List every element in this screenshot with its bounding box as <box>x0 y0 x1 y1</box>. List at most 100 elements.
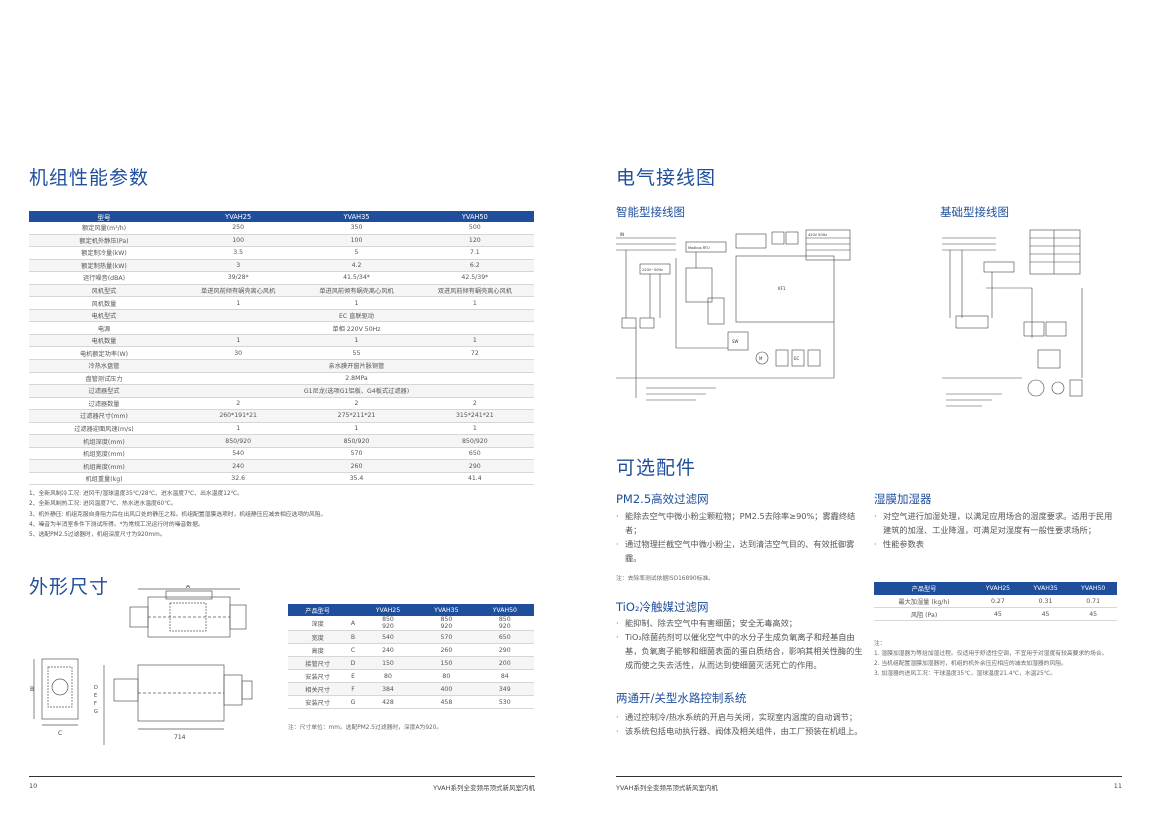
spec-cell: 290 <box>415 459 534 473</box>
dim-row-code: C <box>347 643 359 657</box>
dim-cell: 530 <box>475 695 534 709</box>
page-number-right: 11 <box>1113 782 1122 790</box>
spec-row-label: 电机额定功率(W) <box>29 346 179 360</box>
wiring-label-sw: SW <box>732 339 739 344</box>
spec-row-label: 额定制热量(kW) <box>29 259 179 273</box>
humidifier-notes: 注： 1. 湿膜加湿器为等焓加湿过程。仅适用于舒适性空调，不宜用于对湿度有较高要… <box>874 639 1118 679</box>
dim-cell: 290 <box>475 643 534 657</box>
dim-cell: 80 <box>358 669 418 683</box>
dim-label-f: F <box>94 701 97 707</box>
dim-row-name: 接管尺寸 <box>288 656 348 670</box>
wiring-label-kf1: KF1 <box>778 286 786 291</box>
spec-cell: G1尼龙(选项G1铝板、G4板式过滤器) <box>179 384 534 398</box>
dim-cell-value: 400 <box>440 685 453 693</box>
hum-row-label: 风阻 (Pa) <box>874 607 975 621</box>
spec-cell: 1 <box>415 334 534 348</box>
spec-row-label: 过滤器数量 <box>29 397 179 411</box>
basic-wiring-title: 基础型接线图 <box>940 205 1009 219</box>
spec-cell: 2 <box>179 397 298 411</box>
spec-cell: 350 <box>297 222 416 235</box>
dim-cell-value: 540 <box>382 633 394 641</box>
dim-header-cell: 产品型号 <box>288 604 348 616</box>
spec-row-label: 过滤器型式 <box>29 384 179 398</box>
wiring-label-in: IN <box>620 232 624 237</box>
dim-cell: 650 <box>475 630 534 644</box>
dim-cell-value: 240 <box>382 646 394 654</box>
spec-cell: 6.2 <box>415 259 534 273</box>
outline-drawing: A B C 714 D E F G <box>30 585 253 745</box>
spec-row-label: 电机型式 <box>29 309 179 323</box>
wiring-title: 电气接线图 <box>616 167 717 189</box>
humidifier-note: 1. 湿膜加湿器为等焓加湿过程。仅适用于舒适性空调，不宜用于对湿度有较高要求的场… <box>874 651 1108 657</box>
spec-row-label: 风机型式 <box>29 284 179 298</box>
spec-cell: 1 <box>297 334 416 348</box>
pm25-filter-title: PM2.5高效过滤网 <box>616 492 709 506</box>
hum-cell: 45 <box>974 607 1022 621</box>
dim-cell-value: 850 <box>440 616 453 623</box>
basic-wiring-diagram <box>942 229 1083 407</box>
spec-cell: 55 <box>297 346 416 360</box>
footer-text-left: YVAH系列全变频吊顶式新风室内机 <box>433 784 535 792</box>
humidifier-title: 湿膜加湿器 <box>874 492 932 506</box>
spec-cell: 275*211*21 <box>297 409 416 423</box>
spec-cell: 32.6 <box>179 472 298 486</box>
dim-cell-value: 290 <box>498 646 511 654</box>
dim-label-b: B <box>30 686 34 693</box>
spec-cell: 260 <box>297 459 416 473</box>
spec-cell: 850/920 <box>179 434 298 448</box>
spec-cell: 850/920 <box>415 434 534 448</box>
dim-cell-value: 428 <box>382 698 394 706</box>
humidifier-note-title: 注： <box>874 641 886 647</box>
spec-header-cell: YVAH35 <box>297 211 416 222</box>
humidifier-note: 3. 加湿器的进风工况：干球温度35℃，湿球温度21.4℃，水温25℃。 <box>874 671 1057 677</box>
pm25-item: 通过物理拦截空气中微小粉尘，达到清洁空气目的、有效抵御雾霾。 <box>616 537 860 565</box>
dim-label-c: C <box>58 730 62 737</box>
spec-cell: 亲水膜开窗片胀铜管 <box>179 359 534 373</box>
spec-row-label: 额定制冷量(kW) <box>29 246 179 260</box>
dim-label-a: A <box>186 585 191 590</box>
spec-cell: 单进风前倾有蜗壳离心风机 <box>297 284 416 298</box>
dim-cell-value: 384 <box>382 685 394 693</box>
dim-label-g: G <box>94 709 98 715</box>
valve-item: 通过控制冷/热水系统的开启与关闭，实现室内温度的自动调节； <box>616 710 886 724</box>
spec-cell: 3.5 <box>179 246 298 260</box>
pm25-item: 能除去空气中微小粉尘颗粒物；PM2.5去除率≥90%；雾霾终结者； <box>616 509 860 537</box>
spec-row-label: 机组宽度(mm) <box>29 447 179 461</box>
spec-row-label: 机组深度(mm) <box>29 434 179 448</box>
tio2-filter-title: TiO₂冷触媒过滤网 <box>616 600 709 614</box>
dim-cell: 84 <box>475 669 534 683</box>
dim-label-714: 714 <box>174 734 186 741</box>
spec-row: 电源单相 220V 50Hz <box>29 321 534 335</box>
spec-cell: 570 <box>297 447 416 461</box>
smart-wiring-diagram: IN 220V~50Hz Modbus RTU 420V 50Hz KF1 SW… <box>616 229 851 401</box>
dim-row-name: 深度 <box>288 616 348 631</box>
spec-cell: 7.1 <box>415 246 534 260</box>
dim-cell: 240 <box>358 643 418 657</box>
humidifier-item: 性能参数表 <box>874 537 1118 551</box>
dimensions-title: 外形尺寸 <box>29 576 110 598</box>
dim-header-cell: YVAH35 <box>417 604 476 616</box>
spec-notes: 1、全新风制冷工况: 进风干/湿球温度35℃/28℃、进水温度7℃、出水温度12… <box>29 489 549 540</box>
spec-cell: 单进风前倾有蜗壳离心风机 <box>179 284 298 298</box>
footer-text-right: YVAH系列全变频吊顶式新风室内机 <box>616 784 718 792</box>
dim-label-e: E <box>94 693 97 699</box>
hum-row-label: 最大加湿量 (kg/h) <box>874 595 975 608</box>
dim-row-name: 安装尺寸 <box>288 695 348 709</box>
dim-cell: 80 <box>417 669 476 683</box>
dim-cell: 400 <box>417 682 476 696</box>
humidifier-note: 2. 当机组配置湿膜加湿器时，机组的机外余压应相应的减去加湿器的风阻。 <box>874 661 1067 667</box>
spec-note: 5、选配PM2.5过滤器时，机组深度尺寸为920mm。 <box>29 532 166 539</box>
dim-cell: 150 <box>358 656 418 670</box>
